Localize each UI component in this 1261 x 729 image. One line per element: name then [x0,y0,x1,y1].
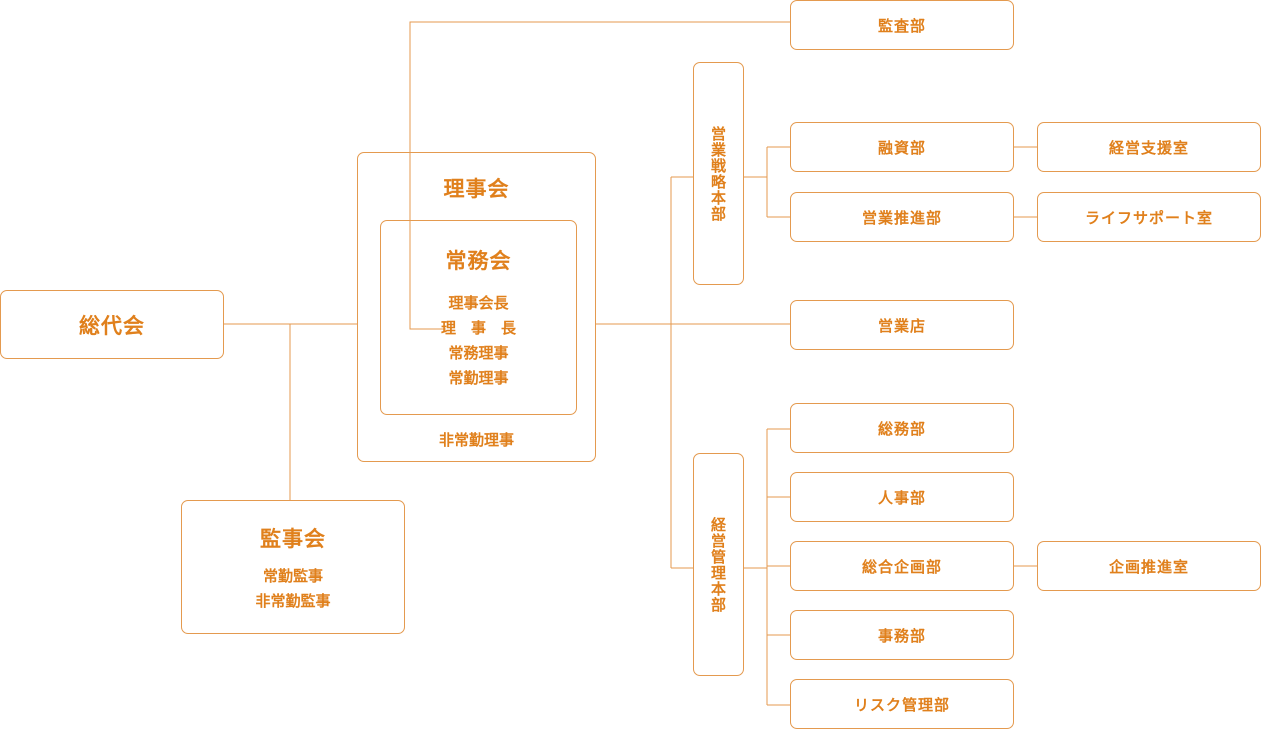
jomukai-member: 常勤理事 [448,369,509,387]
kanjikai-box: 監事会 常勤監事 非常勤監事 [181,500,405,634]
eigyoten-box: 営業店 [790,300,1014,350]
sogo-kikakubu-box: 総合企画部 [790,541,1014,591]
somubu-box: 総務部 [790,403,1014,453]
jimubu-label: 事務部 [877,626,926,645]
risk-kanribu-box: リスク管理部 [790,679,1014,729]
kansabu-label: 監査部 [877,16,926,35]
yushibu-box: 融資部 [790,122,1014,172]
keiei-shienshitsu-box: 経営支援室 [1037,122,1261,172]
jinjibu-label: 人事部 [877,488,926,507]
somubu-label: 総務部 [877,419,926,438]
risk-kanribu-label: リスク管理部 [853,695,950,714]
jomukai-title: 常務会 [445,249,512,273]
kanjikai-member: 非常勤監事 [255,592,331,610]
soudaikai-box: 総代会 [0,290,224,359]
jomukai-member: 常務理事 [448,344,509,362]
keiei-shienshitsu-label: 経営支援室 [1108,138,1189,157]
jomukai-members: 理事会長 理 事 長 常務理事 常勤理事 [381,291,576,391]
sogo-kikakubu-label: 総合企画部 [861,557,942,576]
kikaku-suishinshitsu-label: 企画推進室 [1108,557,1189,576]
jinjibu-box: 人事部 [790,472,1014,522]
eigyo-suishinbu-label: 営業推進部 [861,208,942,227]
eigyo-suishinbu-box: 営業推進部 [790,192,1014,242]
jomukai-box: 常務会 理事会長 理 事 長 常務理事 常勤理事 [380,220,577,415]
eigyoten-label: 営業店 [877,316,926,335]
yushibu-label: 融資部 [877,138,926,157]
kanjikai-members: 常勤監事 非常勤監事 [182,564,404,614]
life-support-shitsu-box: ライフサポート室 [1037,192,1261,242]
eigyo-senryaku-honbu-box: 営業戦略本部 [693,62,744,285]
jimubu-box: 事務部 [790,610,1014,660]
keiei-kanri-honbu-label: 経営管理本部 [709,516,727,613]
rijikai-footer: 非常勤理事 [438,431,514,449]
soudaikai-label: 総代会 [79,313,145,338]
kikaku-suishinshitsu-box: 企画推進室 [1037,541,1261,591]
rijikai-title: 理事会 [443,177,510,201]
eigyo-senryaku-honbu-label: 営業戦略本部 [709,125,727,222]
kanjikai-member: 常勤監事 [262,567,323,585]
jomukai-member: 理 事 長 [440,319,516,337]
kanjikai-title: 監事会 [260,527,326,551]
kansabu-box: 監査部 [790,0,1014,50]
keiei-kanri-honbu-box: 経営管理本部 [693,453,744,676]
jomukai-member: 理事会長 [448,294,509,312]
rijikai-box: 理事会 非常勤理事 [357,152,596,462]
life-support-shitsu-label: ライフサポート室 [1084,208,1213,227]
